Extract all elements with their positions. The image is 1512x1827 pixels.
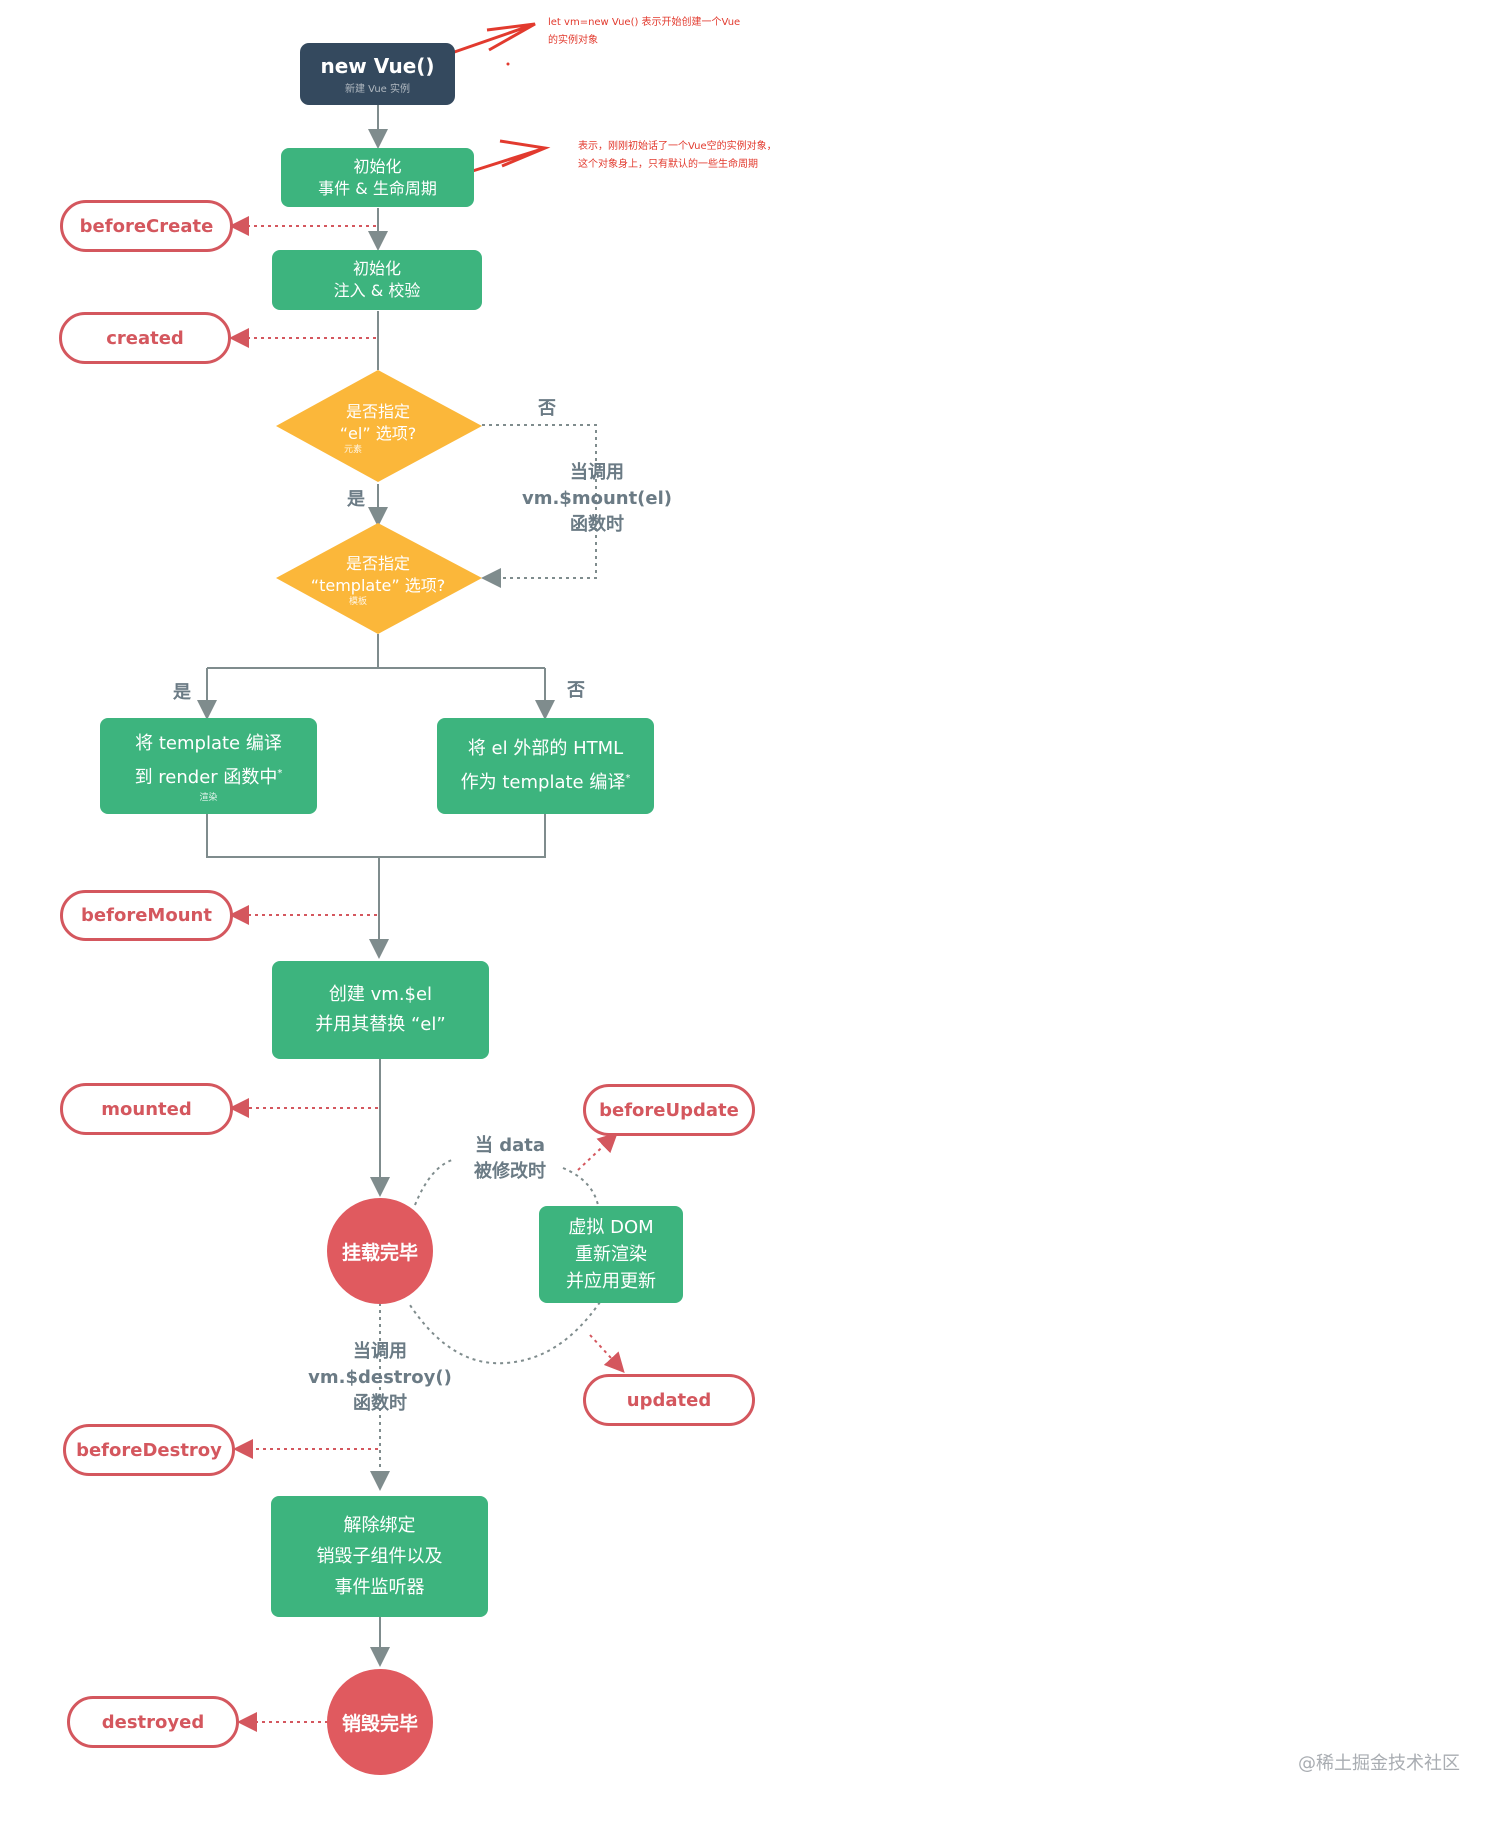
new-vue-title: new Vue() [320, 53, 435, 78]
mount-call-line3: 函数时 [570, 514, 624, 535]
data-change-line2: 被修改时 [474, 1161, 546, 1182]
annotation-arrow-2 [459, 139, 551, 177]
destroy-call-line2: vm.$destroy() [308, 1367, 452, 1388]
compile-outer-node: 将 el 外部的 HTML 作为 template 编译* [437, 718, 654, 814]
compile-outer-line1: 将 el 外部的 HTML [467, 738, 624, 759]
hook-beforeUpdate: beforeUpdate [583, 1084, 755, 1136]
compile-template-line1: 将 template 编译 [135, 733, 282, 754]
edge-label-data-change: 当 data 被修改时 [450, 1133, 570, 1185]
destroy-call-line3: 函数时 [353, 1393, 407, 1414]
virtual-dom-line3: 并应用更新 [566, 1271, 656, 1292]
teardown-line3: 事件监听器 [334, 1577, 425, 1598]
edge-label-tpl-yes: 是 [173, 682, 191, 703]
compile-template-line2-wrap: 到 render 函数中* [135, 759, 283, 793]
hook-arrow-updated [589, 1334, 625, 1373]
teardown-line2: 销毁子组件以及 [316, 1546, 443, 1567]
decision-template-line2: “template” 选项? [310, 576, 446, 595]
annotation-note-1: let vm=new Vue() 表示开始创建一个Vue的实例对象 [548, 17, 741, 46]
compile-template-mark: * [277, 768, 283, 779]
hook-beforeMount: beforeMount [60, 890, 233, 941]
init-inject-node: 初始化 注入 & 校验 [272, 250, 482, 310]
virtual-dom-line1: 虚拟 DOM [568, 1217, 654, 1238]
teardown-node: 解除绑定 销毁子组件以及 事件监听器 [271, 1496, 488, 1617]
hook-destroyed: destroyed [67, 1696, 239, 1748]
decision-el-small: 元素 [343, 445, 362, 455]
compile-template-small: 渲染 [199, 793, 218, 803]
hook-updated: updated [583, 1374, 755, 1426]
branch-template [206, 634, 546, 713]
decision-template-text: 是否指定 “template” 选项? 模板 [296, 553, 460, 607]
compile-outer-mark: * [625, 773, 631, 784]
edge-label-destroy-call: 当调用 vm.$destroy() 函数时 [300, 1339, 460, 1417]
edge-label-el-yes: 是 [347, 489, 365, 510]
hook-created: created [59, 312, 231, 364]
annotation-arrow-1 [439, 22, 536, 59]
mount-call-line2: vm.$mount(el) [521, 488, 673, 509]
hook-arrow-beforeUpdate [577, 1132, 618, 1171]
decision-el-text: 是否指定 “el” 选项? 元素 [296, 401, 460, 455]
decision-template-small: 模板 [348, 597, 367, 607]
destroyed-circle: 销毁完毕 [327, 1669, 433, 1775]
compile-outer-line2: 作为 template 编译 [460, 772, 626, 793]
mount-call-line1: 当调用 [570, 462, 624, 483]
watermark: @稀土掘金技术社区 [1298, 1753, 1460, 1774]
edge-label-mount-call: 当调用 vm.$mount(el) 函数时 [512, 460, 682, 538]
init-inject-line1: 初始化 [352, 259, 401, 278]
decision-el-line1: 是否指定 [345, 402, 410, 421]
virtual-dom-node: 虚拟 DOM 重新渲染 并应用更新 [539, 1206, 683, 1303]
init-events-line1: 初始化 [353, 156, 402, 176]
create-el-line2: 并用其替换 “el” [315, 1014, 446, 1035]
destroy-call-line1: 当调用 [353, 1341, 407, 1362]
merge-branches [206, 814, 546, 955]
init-events-node: 初始化 事件 & 生命周期 [281, 148, 474, 207]
decision-template-diamond [276, 523, 482, 634]
el-no-path [481, 424, 597, 588]
create-el-line1: 创建 vm.$el [328, 984, 433, 1005]
annotation-dot [506, 62, 510, 66]
annotation-note-2: 表示，刚刚初始话了一个Vue空的实例对象，这个对象身上，只有默认的一些生命周期 [578, 141, 777, 170]
init-inject-line2: 注入 & 校验 [333, 281, 421, 300]
edge-label-tpl-no: 否 [567, 680, 585, 701]
hook-mounted: mounted [60, 1083, 233, 1135]
data-change-line1: 当 data [474, 1135, 546, 1156]
init-events-line2: 事件 & 生命周期 [318, 178, 437, 198]
compile-outer-line2-wrap: 作为 template 编译* [461, 764, 631, 798]
decision-el-line2: “el” 选项? [339, 424, 417, 443]
teardown-line1: 解除绑定 [343, 1515, 416, 1536]
virtual-dom-line2: 重新渲染 [575, 1244, 647, 1265]
create-el-node: 创建 vm.$el 并用其替换 “el” [272, 961, 489, 1059]
hook-beforeDestroy: beforeDestroy [63, 1424, 235, 1476]
decision-template-line1: 是否指定 [345, 554, 410, 573]
edge-label-el-no: 否 [538, 398, 556, 419]
compile-template-line2: 到 render 函数中 [134, 767, 278, 788]
new-vue-subtitle: 新建 Vue 实例 [344, 83, 410, 95]
hook-beforeCreate: beforeCreate [60, 200, 233, 252]
mounted-circle: 挂载完毕 [327, 1198, 433, 1304]
compile-template-node: 将 template 编译 到 render 函数中* 渲染 [100, 718, 317, 814]
decision-el-diamond [276, 370, 482, 482]
new-vue-node: new Vue() 新建 Vue 实例 [300, 43, 455, 105]
